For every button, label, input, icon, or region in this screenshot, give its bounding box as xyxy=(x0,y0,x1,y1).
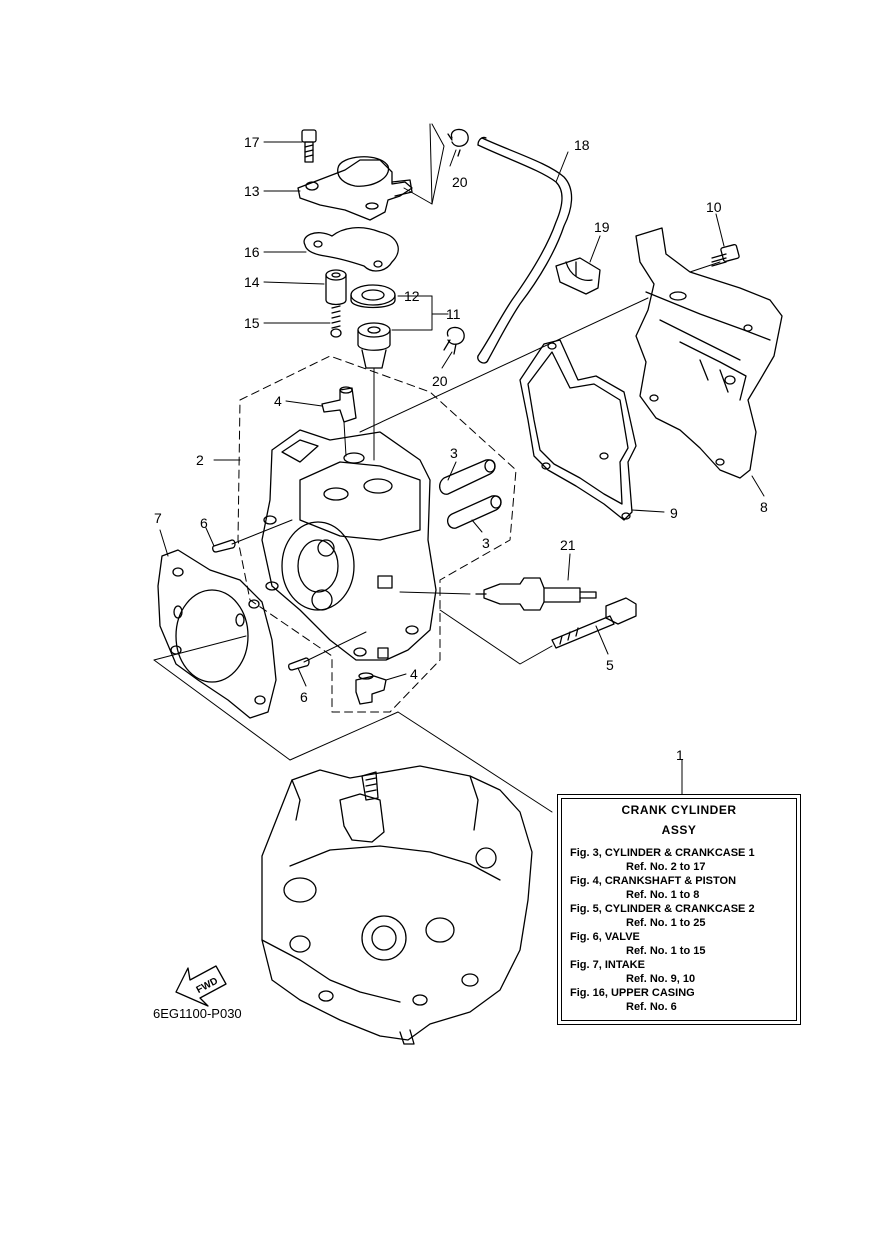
fitting-4-upper xyxy=(321,386,357,423)
callout-20-lower: 20 xyxy=(432,373,448,389)
callout-16: 16 xyxy=(244,244,260,260)
cover-8 xyxy=(635,227,783,479)
callout-4-upper: 4 xyxy=(274,393,282,409)
callout-14: 14 xyxy=(244,274,260,290)
thermostat-cover-13 xyxy=(297,156,413,221)
callout-15: 15 xyxy=(244,315,260,331)
figure-code: 6EG1100-P030 xyxy=(153,1006,242,1021)
reference-title-line1: CRANK CYLINDER xyxy=(621,803,737,817)
hose-clip-20-bottom xyxy=(443,326,465,355)
reference-fig: Fig. 7, INTAKE xyxy=(570,959,645,971)
leader-lines xyxy=(153,123,765,813)
spring-15 xyxy=(330,305,342,338)
callout-13: 13 xyxy=(244,183,260,199)
bolt-10 xyxy=(711,243,740,267)
bolt-5 xyxy=(551,597,637,649)
callout-3-upper: 3 xyxy=(450,445,458,461)
gasket-16 xyxy=(303,226,399,272)
reference-refno: Ref. No. 6 xyxy=(626,1001,677,1013)
reference-fig: Fig. 3, CYLINDER & CRANKCASE 1 xyxy=(570,847,755,859)
sleeve-3-upper xyxy=(438,459,496,495)
fwd-arrow-icon xyxy=(175,965,227,1007)
crankcase-assembly xyxy=(261,765,533,1045)
sleeve-3-lower xyxy=(446,495,502,529)
callout-2: 2 xyxy=(196,452,204,468)
bolt-17 xyxy=(301,129,317,163)
callout-9: 9 xyxy=(670,505,678,521)
spacer-14 xyxy=(325,269,347,306)
callout-6-lower: 6 xyxy=(300,689,308,705)
gasket-9 xyxy=(519,339,637,521)
callout-21: 21 xyxy=(560,537,576,553)
callout-3-lower: 3 xyxy=(482,535,490,551)
reference-refno: Ref. No. 1 to 8 xyxy=(626,889,700,901)
callout-7: 7 xyxy=(154,510,162,526)
callout-10: 10 xyxy=(706,199,722,215)
callout-20-upper: 20 xyxy=(452,174,468,190)
reference-box: CRANK CYLINDER ASSY Fig. 3, CYLINDER & C… xyxy=(557,794,801,1025)
callout-1: 1 xyxy=(676,747,684,763)
reference-refno: Ref. No. 2 to 17 xyxy=(626,861,706,873)
callout-18: 18 xyxy=(574,137,590,153)
dashed-group-outline xyxy=(237,355,517,713)
callout-12: 12 xyxy=(404,288,420,304)
reference-box-inner-border xyxy=(561,798,797,1021)
callout-6-upper: 6 xyxy=(200,515,208,531)
head-gasket-7 xyxy=(157,549,277,719)
fwd-label: FWD xyxy=(195,976,220,996)
reference-fig: Fig. 6, VALVE xyxy=(570,931,640,943)
dowel-pin-6-lower xyxy=(288,657,310,671)
callout-17: 17 xyxy=(244,134,260,150)
callout-8: 8 xyxy=(760,499,768,515)
reference-refno: Ref. No. 1 to 15 xyxy=(626,945,706,957)
fitting-4-lower xyxy=(355,672,387,705)
reference-refno: Ref. No. 1 to 25 xyxy=(626,917,706,929)
callout-11: 11 xyxy=(446,306,461,322)
holder-19 xyxy=(555,257,601,295)
dowel-pin-6-upper xyxy=(212,539,236,553)
callout-4-lower: 4 xyxy=(410,666,418,682)
reference-fig: Fig. 16, UPPER CASING xyxy=(570,987,695,999)
callout-19: 19 xyxy=(594,219,610,235)
reference-fig: Fig. 5, CYLINDER & CRANKCASE 2 xyxy=(570,903,755,915)
hose-18 xyxy=(477,136,573,364)
thermostat-11 xyxy=(357,322,391,369)
callout-5: 5 xyxy=(606,657,614,673)
seal-12 xyxy=(350,284,396,309)
reference-fig: Fig. 4, CRANKSHAFT & PISTON xyxy=(570,875,737,887)
cylinder-block-2 xyxy=(261,429,437,661)
reference-title-line2: ASSY xyxy=(661,823,697,837)
spark-plug-21 xyxy=(475,577,597,611)
hose-clip-20-top xyxy=(447,128,469,157)
reference-refno: Ref. No. 9, 10 xyxy=(626,973,696,985)
